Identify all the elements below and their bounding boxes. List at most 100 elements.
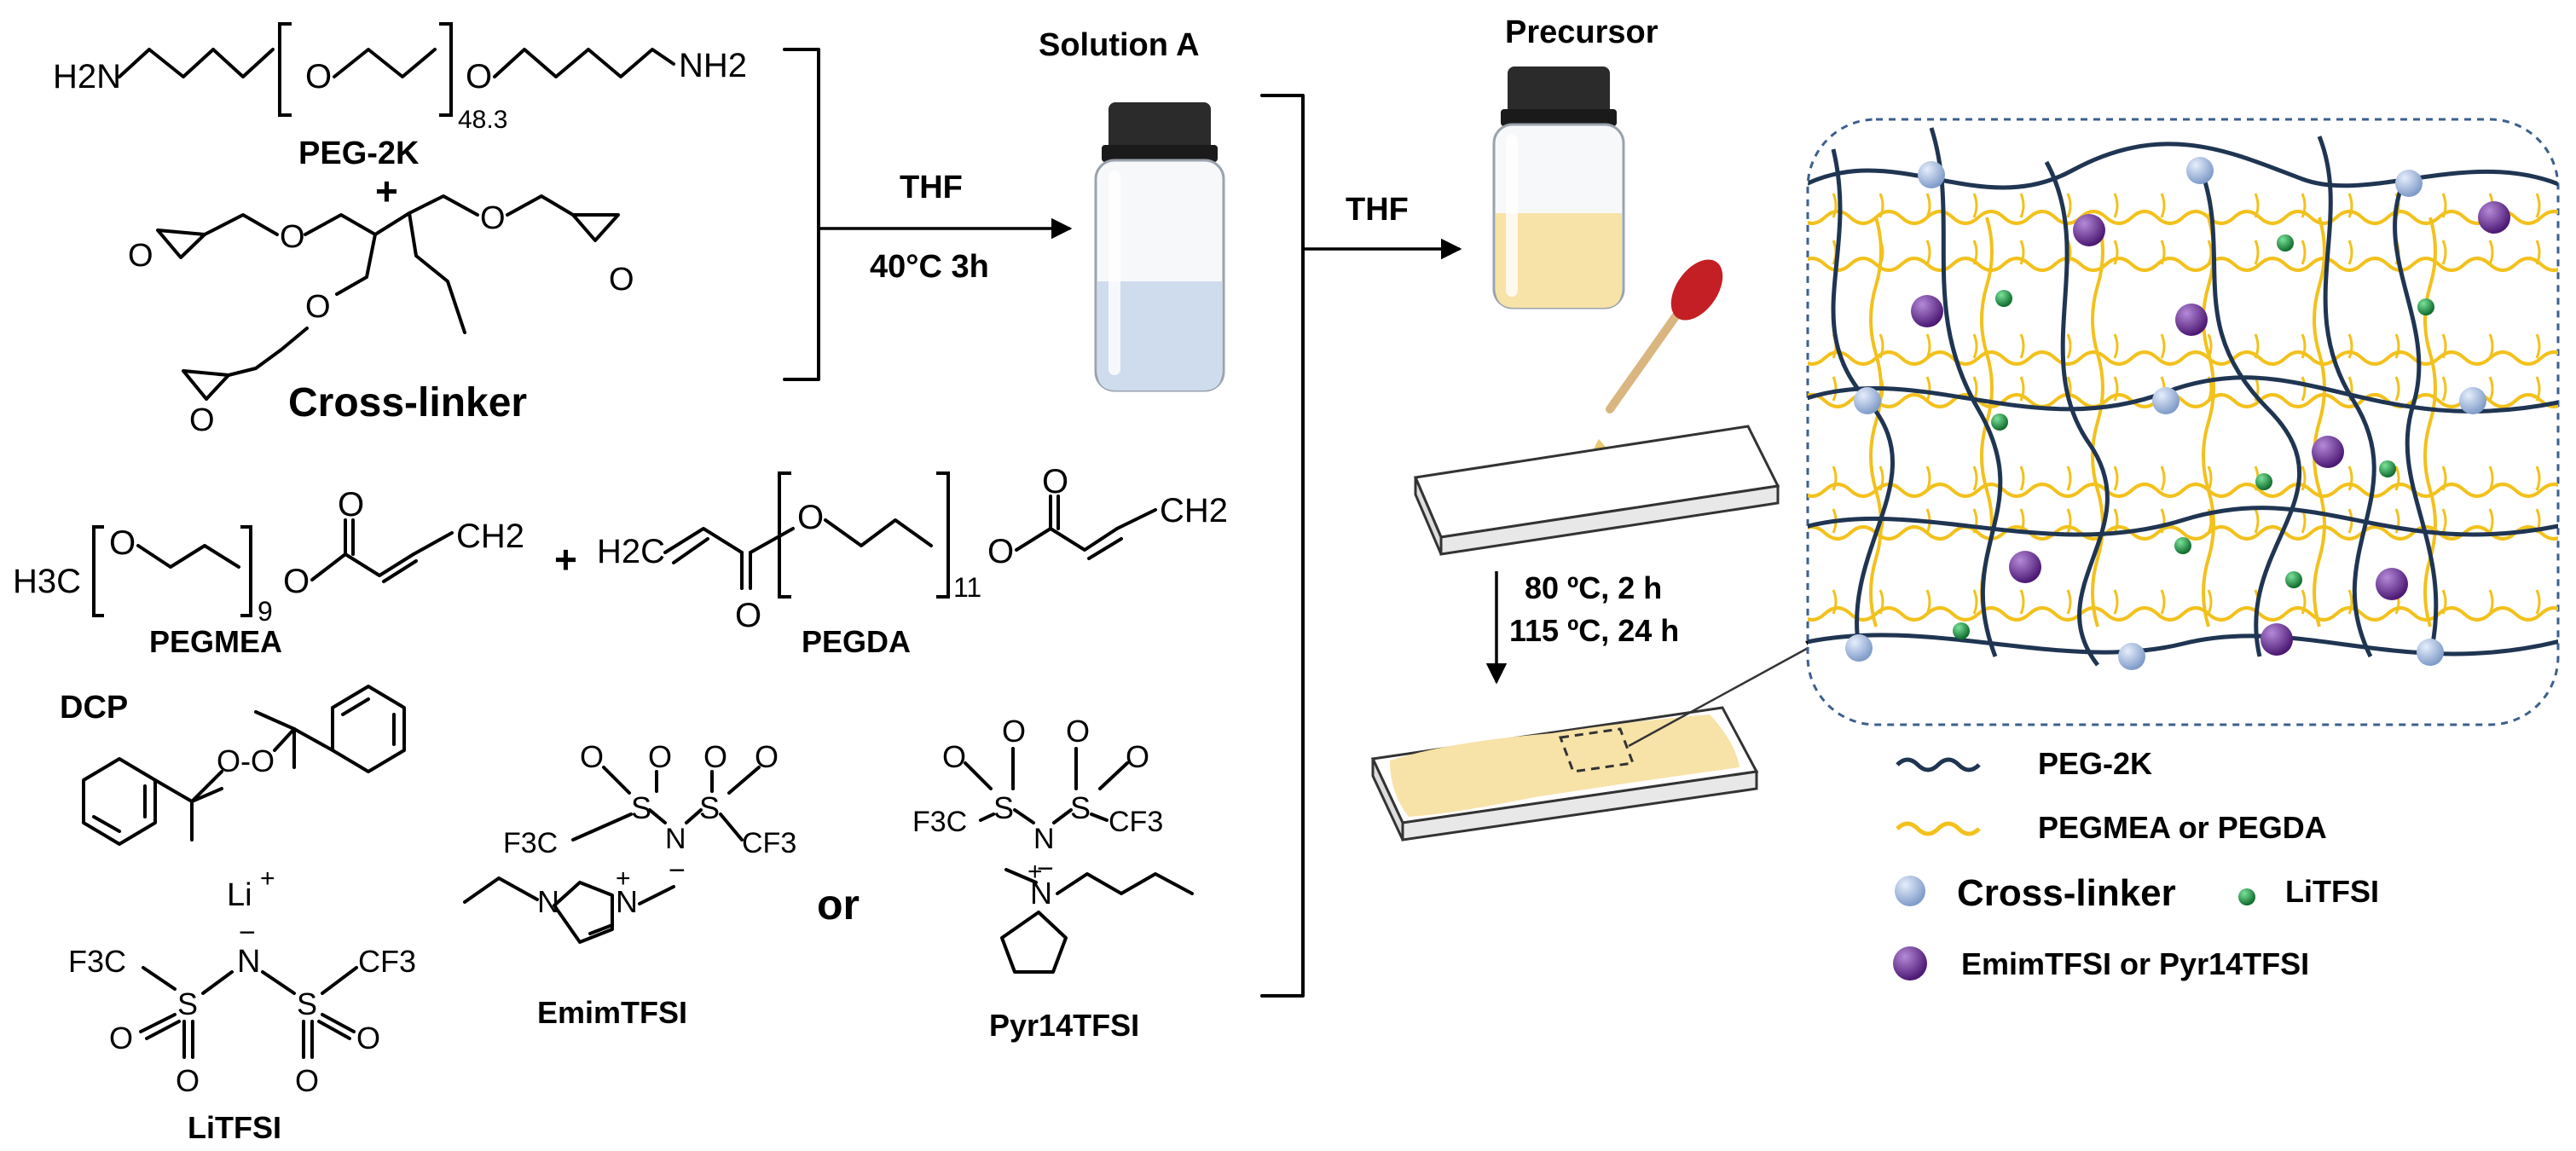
pegda-subscript: 11: [953, 572, 981, 603]
pegmea-side-chain: [2347, 466, 2353, 491]
emim-methyl: [638, 885, 675, 905]
pegmea-side-chain: [2535, 193, 2541, 218]
pegmea-side-chain: [2254, 333, 2260, 359]
litfsi-structure: Li + − N F3C S S CF3 O O O O LiTFSI: [68, 865, 416, 1145]
emim-o2-label: O: [648, 739, 672, 774]
pegda-structure: H2C O O 11 O O CH2 PEGDA: [597, 463, 1228, 659]
dropper-tube: [1606, 294, 1693, 414]
litfsi-ion: [2379, 460, 2396, 477]
pyr-pyrrolidine-ring: [1000, 911, 1068, 974]
pegmea-side-chain: [2441, 376, 2447, 402]
dropper-bulb: [1670, 259, 1723, 321]
pegmea-side-chain: [2254, 240, 2260, 265]
crosslinker-ether-o-2: O: [480, 200, 506, 236]
condition-label-2a: 80 ºC, 2 h: [1525, 570, 1662, 605]
litfsi-s2-label: S: [297, 986, 317, 1021]
ionic-liquid-ion: [2376, 568, 2408, 600]
pegmea-side-chain: [1925, 193, 1931, 218]
pegmea-side-chain: [2113, 333, 2119, 359]
pegmea-side-chain: [1972, 193, 1978, 218]
plus-sign-1: +: [375, 169, 398, 213]
pyr14tfsi-structure: O O O O S S N − F3C CF3 N + Pyr14TFSI: [912, 714, 1194, 1043]
pegda-acrylate-right: [1015, 527, 1119, 552]
pegmea-side-chain: [2066, 333, 2072, 359]
dcp-right-methyl-1: [254, 710, 296, 731]
litfsi-s1-label: S: [177, 986, 198, 1021]
litfsi-s2-cf3: [321, 966, 358, 995]
pegda-h2c-label: H2C: [597, 533, 665, 570]
emim-so-4: [727, 766, 761, 795]
pegmea-side-chain: [2160, 193, 2166, 218]
pyr-o2-label: O: [1002, 714, 1026, 749]
peg2k-nh2-label: NH2: [679, 47, 747, 84]
litfsi-o3-label: O: [295, 1063, 319, 1098]
pegda-carbonyl-o-left: O: [735, 597, 761, 634]
solution-a-cap: [1109, 102, 1211, 153]
crosslinker-node: [2417, 639, 2444, 666]
solution-a-label: Solution A: [1039, 27, 1200, 63]
solution-a-liquid: [1097, 281, 1222, 390]
mixing-bracket: [1260, 94, 1305, 998]
pegmea-side-chain: [2301, 240, 2307, 265]
pegmea-side-chain: [2019, 466, 2025, 491]
pegmea-side-chain: [1832, 193, 1838, 218]
litfsi-ion: [2277, 234, 2294, 252]
litfsi-cf3-s1: [142, 966, 177, 991]
crosslinker-name: Cross-linker: [288, 380, 527, 425]
pyr-so-1: [964, 761, 993, 790]
pegmea-side-chain: [2347, 589, 2353, 615]
crosslinker-arm-3b: [227, 327, 309, 377]
emim-o3-label: O: [703, 739, 727, 774]
pegmea-side-chain: [1972, 333, 1978, 359]
pegmea-side-chain: [2254, 193, 2260, 218]
pegmea-side-chain: [2066, 466, 2072, 491]
litfsi-n-charge: −: [239, 917, 256, 949]
epoxide-ring-2: [571, 213, 620, 242]
pegmea-side-chain: [2301, 333, 2307, 359]
pegmea-side-chain: [2113, 240, 2119, 265]
precursor-cap: [1508, 67, 1610, 118]
dcp-left-methyl: [190, 787, 223, 803]
pegmea-side-chain: [2535, 376, 2541, 402]
pegmea-side-chain: [2207, 589, 2213, 615]
legend-crosslinker-label: Cross-linker: [1957, 872, 2176, 914]
pyr-cf3-right: [1090, 813, 1109, 822]
litfsi-o4-label: O: [356, 1021, 380, 1056]
pegmea-side-chain: [2160, 333, 2166, 359]
pegmea-side-chain: [1925, 240, 1931, 265]
pegmea-side-chain: [2394, 508, 2400, 534]
pegmea-side-chain: [2019, 589, 2025, 615]
litfsi-cf3-label: CF3: [358, 944, 416, 979]
litfsi-s2-o4: [321, 1013, 356, 1033]
crosslinker-structure: O O O O O O Cross-linker: [128, 194, 634, 438]
precursor-highlight: [1506, 135, 1518, 297]
pegda-repeat-chain: [824, 518, 933, 547]
pegda-o-label: O: [797, 499, 824, 536]
condition-label-2b: 115 ºC, 24 h: [1509, 613, 1679, 648]
pegmea-side-chain: [2066, 193, 2072, 218]
dcp-phenyl-left: [82, 757, 157, 846]
pegmea-side-chain: [1925, 376, 1931, 402]
pegmea-side-chain: [1832, 589, 1838, 615]
peg2k-structure: H2N O 48.3 O NH2 PEG-2K +: [53, 22, 747, 213]
legend-litfsi-swatch: [2238, 888, 2255, 905]
pegmea-side-chain: [2441, 333, 2447, 359]
pegmea-side-chain: [2488, 508, 2494, 534]
pegmea-bracket-right: [240, 525, 252, 617]
crosslinker-core: [373, 194, 479, 236]
pegmea-side-chain: [2535, 466, 2541, 491]
pegmea-side-chain: [2488, 240, 2494, 265]
peg2k-h2n-label: H2N: [53, 58, 121, 95]
litfsi-ion: [1995, 290, 2012, 307]
pegmea-side-chain: [1925, 589, 1931, 615]
pegmea-side-chain: [2347, 333, 2353, 359]
pegmea-side-chain: [1878, 333, 1884, 359]
pegmea-side-chain: [2441, 193, 2447, 218]
pegmea-side-chain: [1878, 466, 1884, 491]
litfsi-ion: [1991, 414, 2008, 431]
litfsi-s1-o1b: [145, 1020, 181, 1040]
pegmea-side-chain: [2488, 333, 2494, 359]
legend-litfsi-label: LiTFSI: [2285, 874, 2379, 909]
pyr-n-label: N: [1033, 823, 1055, 855]
